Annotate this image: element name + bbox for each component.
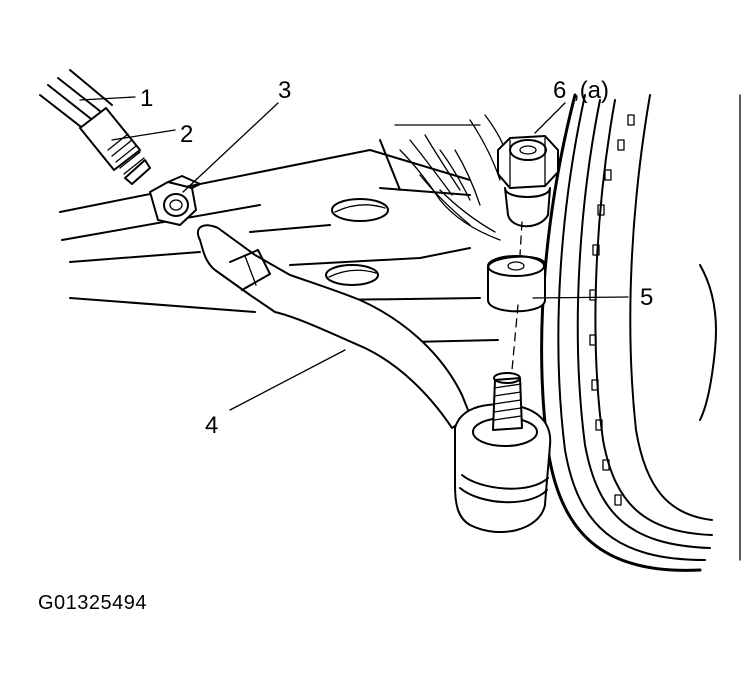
callout-2: 2: [180, 121, 193, 148]
castle-nut: [149, 175, 201, 226]
tool-wrench: [39, 69, 151, 185]
tie-rod-end: [197, 224, 552, 533]
callout-4: 4: [205, 412, 218, 439]
leader-lines: [79, 96, 629, 411]
knuckle-hatching: [399, 114, 506, 241]
top-nut: [497, 135, 559, 256]
callout-3: 3: [278, 77, 291, 104]
stud-threads: [493, 383, 522, 421]
callout-6: 6 ,(a): [553, 77, 609, 104]
figure-code: G01325494: [38, 592, 148, 614]
hex-bit-threads: [107, 133, 151, 185]
callout-5: 5: [640, 284, 653, 311]
callout-1: 1: [140, 85, 153, 112]
tread-marks: [589, 114, 635, 506]
wheel-tire: [540, 93, 741, 572]
knuckle-boss: [487, 255, 546, 371]
chassis-lines: [59, 124, 499, 343]
